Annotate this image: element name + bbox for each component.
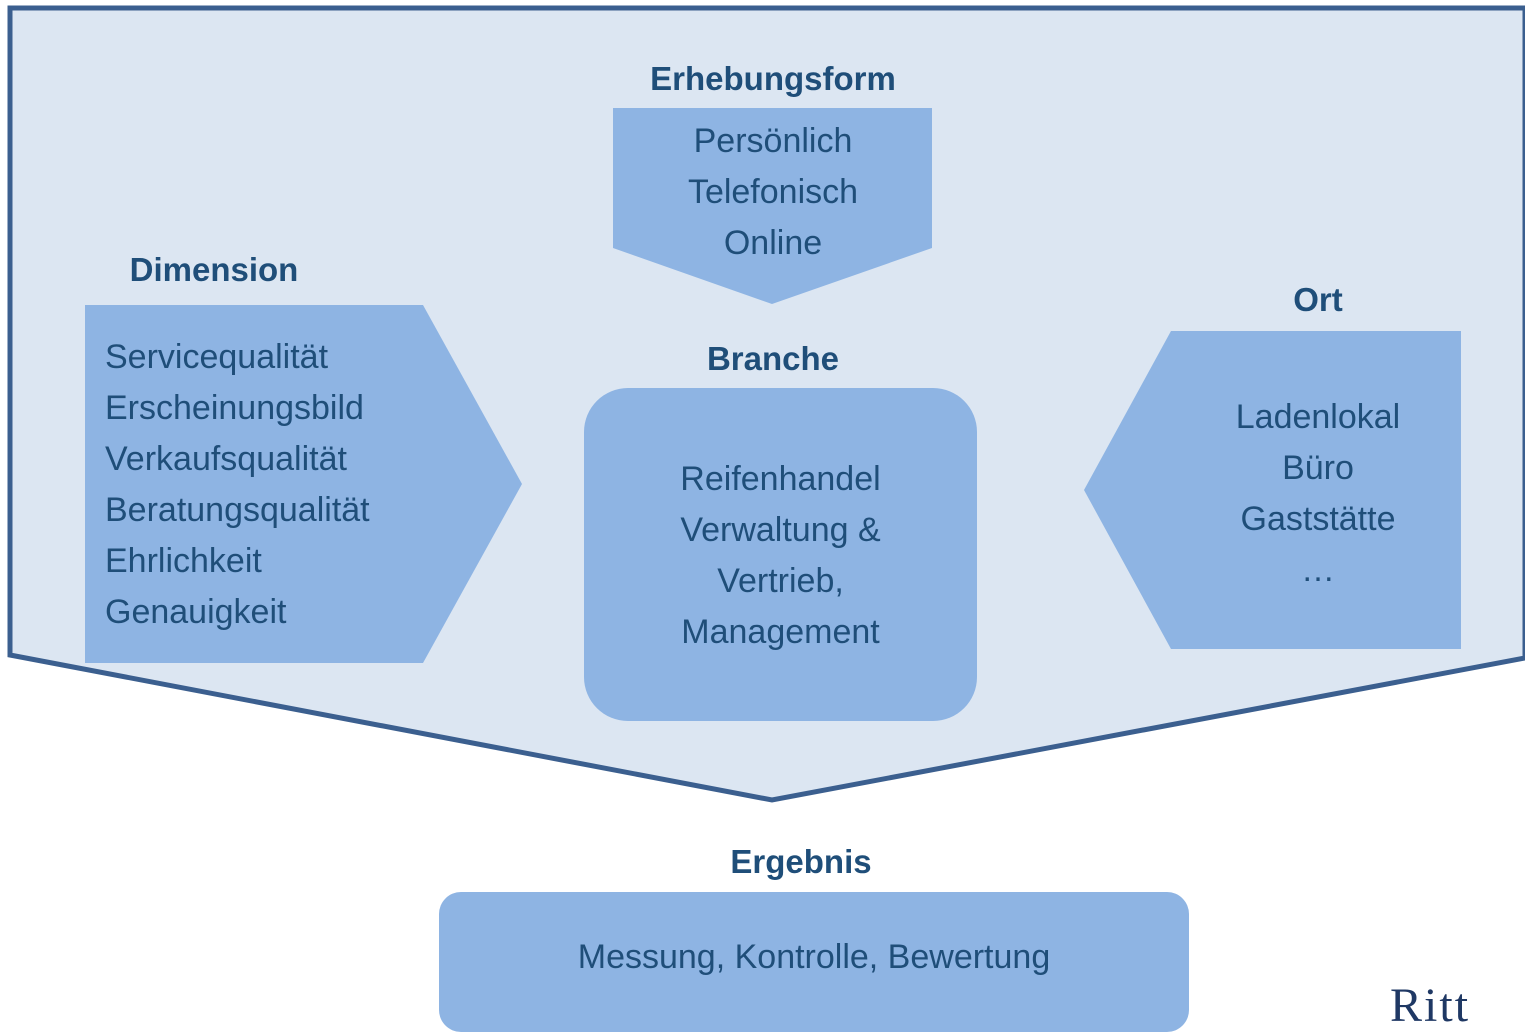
ergebnis-title: Ergebnis xyxy=(730,843,872,880)
dimension-arrow xyxy=(85,305,522,663)
ergebnis-box xyxy=(439,892,1189,1032)
branche-item: Reifenhandel xyxy=(680,460,881,498)
erhebungsform-title: Erhebungsform xyxy=(650,60,896,97)
ort-item: Büro xyxy=(1282,449,1354,487)
dimension-list: Servicequalität Erscheinungsbild Verkauf… xyxy=(105,332,370,638)
dimension-item: Erscheinungsbild xyxy=(105,389,364,427)
erhebungsform-item: Persönlich xyxy=(693,122,853,160)
dimension-item: Ehrlichkeit xyxy=(105,542,262,580)
dimension-item: Genauigkeit xyxy=(105,593,287,631)
branche-list: Reifenhandel Verwaltung & Vertrieb, Mana… xyxy=(584,454,977,658)
ergebnis-text: Messung, Kontrolle, Bewertung xyxy=(577,938,1051,976)
ort-item: Gaststätte xyxy=(1240,500,1396,538)
ort-arrow xyxy=(1084,331,1461,649)
branche-item: Management xyxy=(681,613,880,651)
dimension-item: Verkaufsqualität xyxy=(105,440,347,478)
erhebungsform-list: Persönlich Telefonisch Online xyxy=(613,116,933,269)
logo-text: Ritt xyxy=(1390,979,1471,1032)
dimension-item: Beratungsqualität xyxy=(105,491,370,529)
erhebungsform-item: Online xyxy=(723,224,823,262)
erhebungsform-arrow xyxy=(613,108,932,304)
ort-title: Ort xyxy=(1293,281,1343,318)
branche-item: Verwaltung & xyxy=(680,511,881,549)
branche-box xyxy=(584,388,977,721)
ort-item: Ladenlokal xyxy=(1235,398,1401,436)
ort-list: Ladenlokal Büro Gaststätte … xyxy=(1178,392,1458,596)
dimension-title: Dimension xyxy=(129,251,299,288)
branche-title: Branche xyxy=(706,340,840,377)
branche-item: Vertrieb, xyxy=(717,562,844,600)
dimension-item: Servicequalität xyxy=(105,338,329,376)
ort-item: … xyxy=(1301,551,1335,589)
erhebungsform-item: Telefonisch xyxy=(687,173,859,211)
